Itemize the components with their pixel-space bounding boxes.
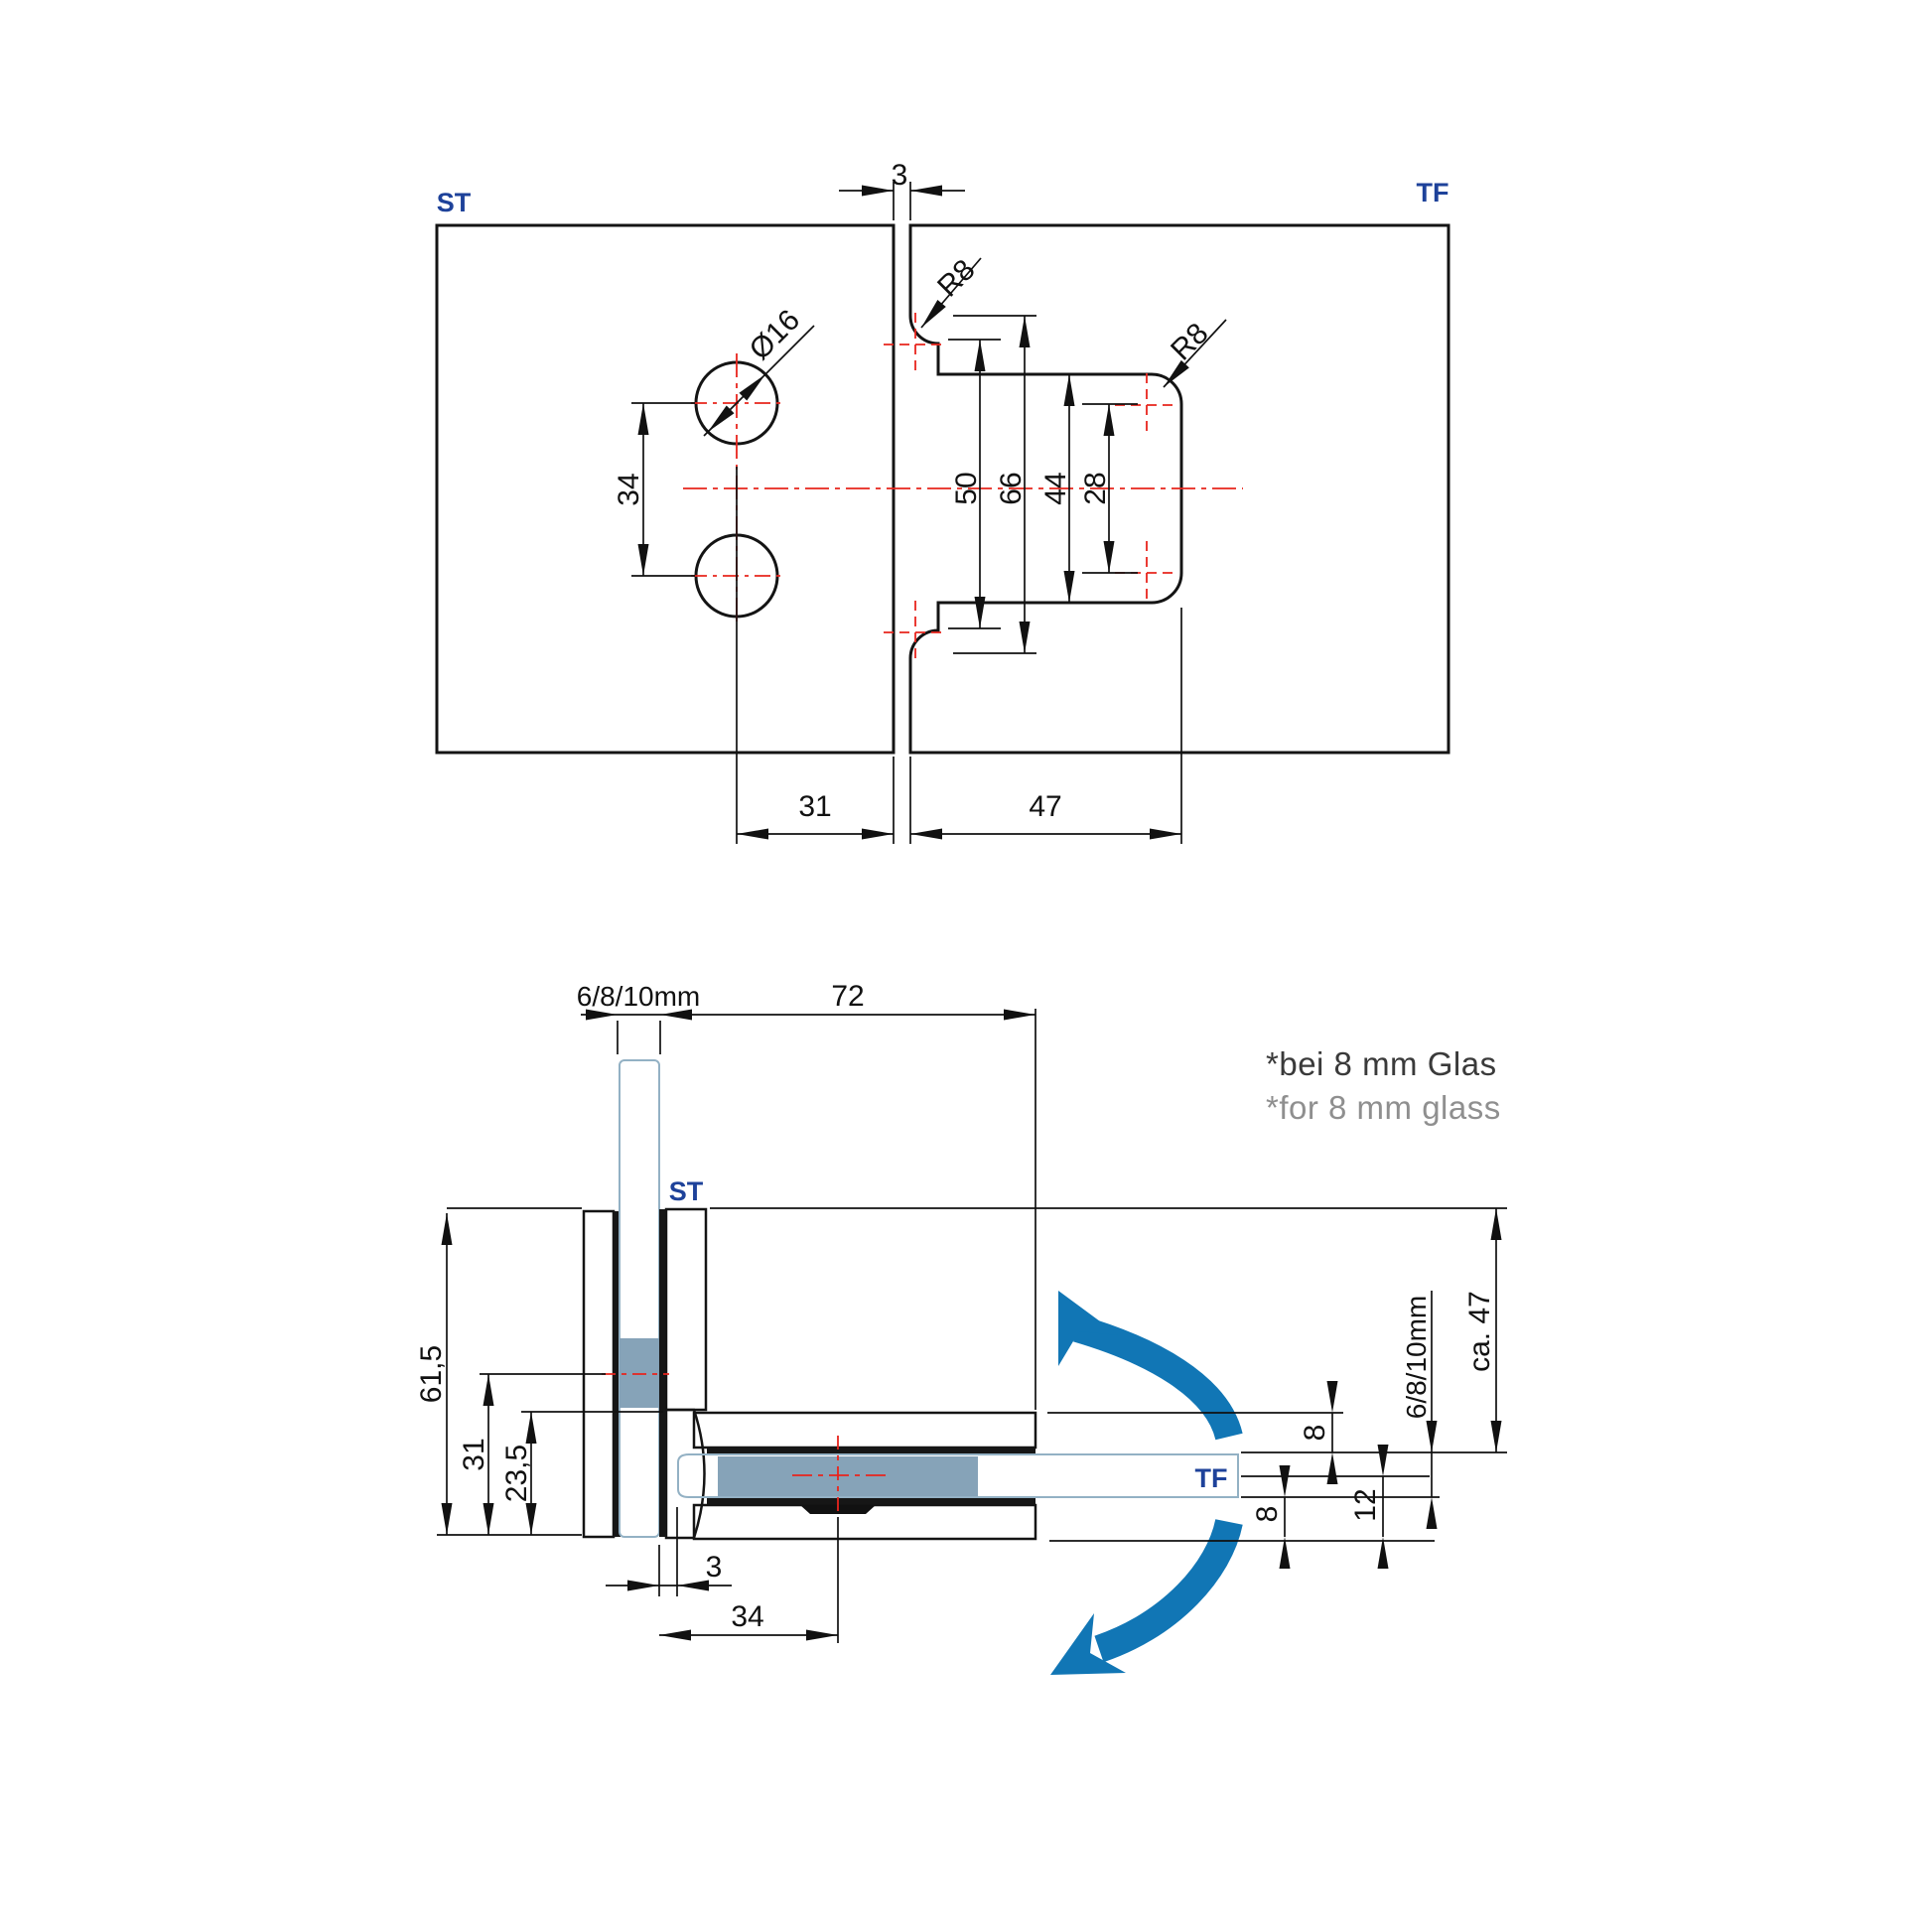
note-english: *for 8 mm glass (1266, 1089, 1501, 1126)
st-glass-behind-metal (620, 1338, 659, 1408)
dim-66-label: 66 (995, 472, 1028, 504)
tf-glass (677, 1453, 1239, 1498)
st-clamp-front-plate (664, 1207, 708, 1412)
centerlines-side-view (602, 1373, 886, 1515)
swing-arrow-heads (1050, 1291, 1126, 1675)
dim-radius-top-label: R8 (931, 253, 981, 303)
dim-glass-thickness-right-label: 6/8/10mm (1401, 1296, 1432, 1420)
dim-12-label: 12 (1349, 1488, 1382, 1521)
dim-28-label: 28 (1079, 472, 1112, 504)
st-glass (619, 1059, 660, 1538)
dim-hole-diameter-label: Ø16 (744, 304, 806, 366)
dim-hole-spacing-label: 34 (613, 473, 645, 505)
glass-panel-tf-with-cutout (908, 223, 1450, 755)
panel-st-label: ST (437, 188, 472, 217)
hinge-knuckle (664, 1408, 706, 1540)
swing-arrow-head-bottom (1050, 1613, 1126, 1675)
dimension-lines-top-view (631, 182, 1227, 844)
panel-tf-label: TF (1417, 178, 1449, 207)
st-gasket-left (614, 1211, 621, 1537)
tf-clamp-top-plate (692, 1411, 1037, 1449)
dim-72-label: 72 (831, 980, 864, 1013)
dim-3-side-label: 3 (706, 1551, 723, 1584)
tf-gasket-bottom (707, 1497, 1035, 1505)
side-tf-label: TF (1195, 1463, 1228, 1493)
swing-arrow-arc (1073, 1314, 1243, 1663)
tf-gasket-top (707, 1448, 1035, 1455)
dim-31-side-label: 31 (458, 1438, 490, 1470)
dim-47-label: 47 (1029, 790, 1061, 823)
dim-61-5-label: 61,5 (415, 1345, 448, 1403)
dim-44-label: 44 (1039, 472, 1072, 504)
swing-arrow-head-top (1058, 1291, 1119, 1366)
side-view: 6/8/10mm 72 61,5 31 23,5 3 34 8 8 12 6/8… (415, 980, 1507, 1675)
tf-glass-behind-metal (718, 1456, 978, 1496)
dim-glass-thickness-top-label: 6/8/10mm (577, 981, 701, 1012)
dim-gap-label: 3 (892, 159, 908, 192)
dimension-lines-side-view (437, 1009, 1507, 1643)
dim-34-side-label: 34 (731, 1600, 763, 1633)
dim-radius-right-label: R8 (1165, 317, 1214, 366)
note-german: *bei 8 mm Glas (1266, 1045, 1497, 1082)
dim-ca-47-label: ca. 47 (1463, 1291, 1496, 1372)
dim-8-top-label: 8 (1299, 1425, 1331, 1442)
st-gasket-right (659, 1209, 666, 1537)
side-st-label: ST (669, 1176, 704, 1206)
dim-50-label: 50 (950, 472, 983, 504)
dim-31-label: 31 (798, 790, 831, 823)
dim-8-bottom-label: 8 (1251, 1506, 1284, 1523)
dim-23-5-label: 23,5 (500, 1445, 533, 1502)
top-view: ST TF 3 Ø16 R8 R8 34 50 66 44 28 31 47 (435, 159, 1450, 844)
